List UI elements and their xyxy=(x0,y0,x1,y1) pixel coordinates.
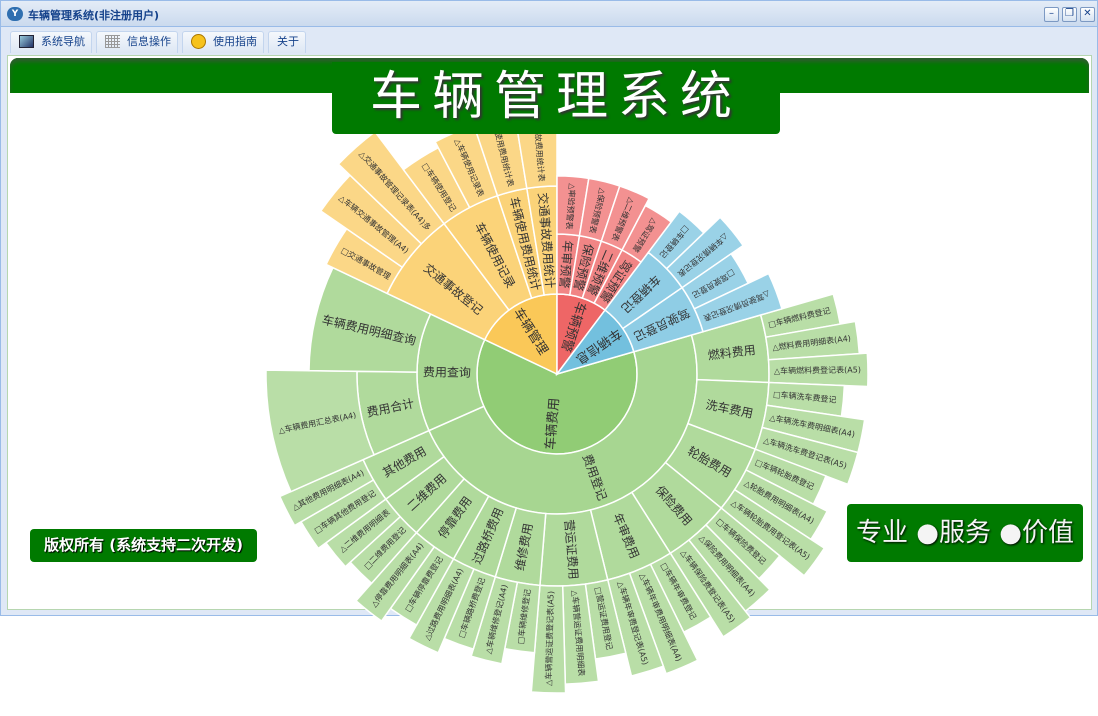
sunburst-leaf[interactable] xyxy=(693,272,783,333)
tab-label: 系统导航 xyxy=(41,35,85,48)
tab-label: 关于 xyxy=(277,35,299,48)
sunburst-label: 车辆费用 xyxy=(542,397,562,450)
sunburst-label: 营运证费用 xyxy=(562,519,581,580)
close-button[interactable]: ✕ xyxy=(1080,7,1095,22)
page-title: 车辆管理系统 xyxy=(332,62,780,134)
copyright-badge: 版权所有 (系统支持二次开发) xyxy=(30,529,257,562)
app-window: Y 车辆管理系统(非注册用户) – ❐ ✕ 系统导航 信息操作 使用指南 关于 … xyxy=(0,0,1098,694)
window-title: 车辆管理系统(非注册用户) xyxy=(28,9,160,22)
app-logo-icon: Y xyxy=(7,7,23,21)
tab-bar: 系统导航 信息操作 使用指南 关于 xyxy=(6,28,1092,53)
tab-label: 信息操作 xyxy=(127,35,171,48)
grid-icon xyxy=(105,35,120,48)
tab-info-ops[interactable]: 信息操作 xyxy=(96,31,178,53)
title-bar: Y 车辆管理系统(非注册用户) – ❐ ✕ xyxy=(1,1,1097,27)
sunburst-label: 燃料费用 xyxy=(707,342,756,363)
sunburst-chart: 车辆费用费用登记燃料费用□车辆燃料费登记△燃料费用明细表(A4)△车辆燃料费登记… xyxy=(265,95,869,694)
tab-system-nav[interactable]: 系统导航 xyxy=(10,31,92,53)
sunburst-label: △审验预警表 xyxy=(564,183,578,230)
monitor-icon xyxy=(19,35,34,48)
tab-label: 使用指南 xyxy=(213,35,257,48)
content-panel: 车辆费用费用登记燃料费用□车辆燃料费登记△燃料费用明细表(A4)△车辆燃料费登记… xyxy=(7,55,1092,694)
sunburst-label: △车辆营运证费登记表(A5) xyxy=(543,591,556,686)
sunburst-label: △车辆燃料费登记表(A5) xyxy=(774,364,861,375)
sunburst-label: 年审预警 xyxy=(557,240,576,289)
sunburst-label: 费用查询 xyxy=(423,365,471,380)
tab-user-guide[interactable]: 使用指南 xyxy=(182,31,264,53)
restore-button[interactable]: ❐ xyxy=(1062,7,1077,22)
minimize-button[interactable]: – xyxy=(1044,7,1059,22)
slogan-badge: 专业 ●服务 ●价值 xyxy=(847,504,1083,562)
tab-about[interactable]: 关于 xyxy=(268,31,306,53)
help-icon xyxy=(191,34,206,49)
